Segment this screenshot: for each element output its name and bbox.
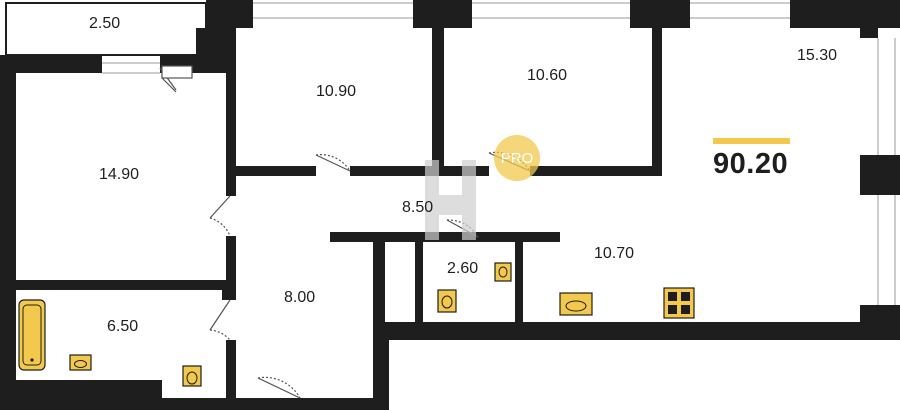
room-area-living-room: 15.30 — [797, 47, 838, 64]
room-area-bedroom-1: 10.90 — [316, 83, 357, 100]
toilet-icon — [182, 365, 202, 387]
room-area-kitchen: 10.70 — [594, 245, 635, 262]
kitchen-sink-icon — [559, 292, 593, 316]
room-area-bedroom-3: 14.90 — [99, 166, 140, 183]
toilet-icon — [437, 289, 457, 313]
pro-watermark-badge: PRO — [494, 135, 540, 181]
bathtub-icon — [18, 299, 46, 371]
sink-icon — [494, 262, 512, 282]
room-area-bathroom: 6.50 — [107, 318, 139, 335]
pro-badge-text: PRO — [500, 149, 534, 167]
stove-icon — [663, 287, 695, 319]
total-area-accent-bar — [713, 138, 790, 144]
room-area-balcony: 2.50 — [89, 15, 121, 32]
sink-icon — [69, 354, 92, 371]
total-area-value: 90.20 — [713, 148, 789, 180]
room-area-hall: 8.00 — [284, 289, 316, 306]
watermark-logo — [425, 160, 476, 240]
room-area-toilet: 2.60 — [447, 260, 479, 277]
windows — [102, 2, 896, 305]
room-area-corridor: 8.50 — [402, 199, 434, 216]
room-area-bedroom-2: 10.60 — [527, 67, 568, 84]
